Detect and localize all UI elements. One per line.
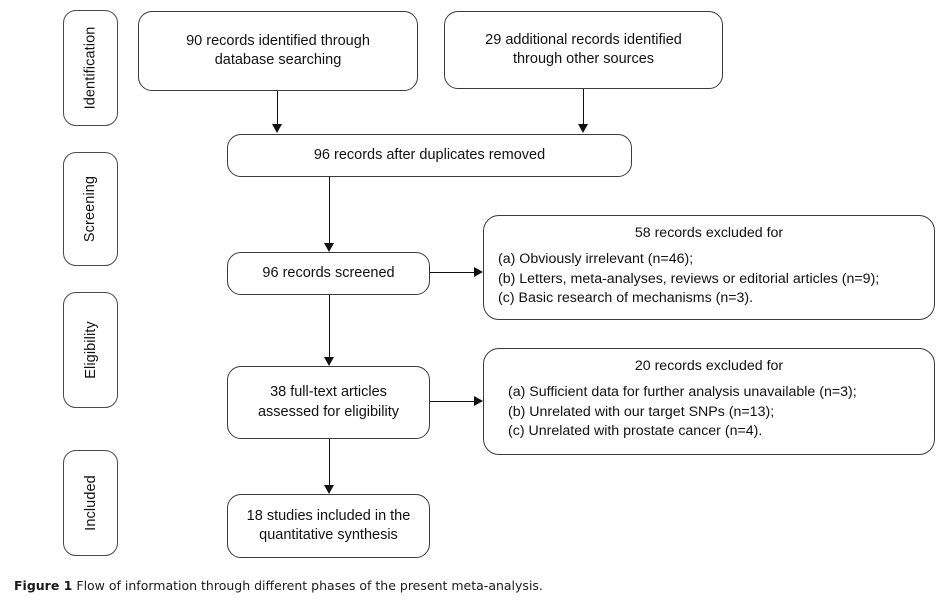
node-records-after-duplicates-removed: 96 records after duplicates removed (227, 134, 632, 177)
node-records-excluded-screening: 58 records excluded for (a) Obviously ir… (483, 215, 935, 320)
node-records-screened-line1: 96 records screened (262, 264, 395, 281)
node-fulltext-articles-assessed-line1: 38 full-text articles (270, 384, 387, 401)
arrowhead-other-to-duplicates (578, 124, 588, 133)
phase-label-identification-text: Identification (82, 26, 99, 110)
phase-label-screening: Screening (63, 152, 118, 266)
node-records-identified-database-line1: 90 records identified through (186, 32, 370, 49)
node-records-excluded-eligibility-reason-b: (b) Unrelated with our target SNPs (n=13… (508, 403, 775, 420)
node-records-identified-other-line1: 29 additional records identified (485, 31, 682, 48)
phase-label-eligibility: Eligibility (63, 292, 118, 408)
node-records-identified-database-line2: database searching (214, 52, 342, 68)
node-records-identified-other: 29 additional records identified through… (444, 11, 723, 89)
node-records-identified-database: 90 records identified through database s… (138, 11, 418, 91)
node-records-excluded-eligibility: 20 records excluded for (a) Sufficient d… (483, 348, 935, 455)
node-records-excluded-eligibility-reason-c: (c) Unrelated with prostate cancer (n=4)… (508, 422, 763, 439)
arrowhead-fulltext-to-excluded (474, 396, 483, 406)
phase-label-eligibility-text: Eligibility (82, 321, 99, 379)
node-records-excluded-screening-reason-b: (b) Letters, meta-analyses, reviews or e… (498, 270, 880, 287)
connector-screened-to-fulltext (329, 295, 330, 358)
connector-database-to-duplicates (277, 91, 278, 125)
node-studies-included: 18 studies included in the quantitative … (227, 494, 430, 558)
node-records-excluded-screening-title: 58 records excluded for (634, 225, 784, 241)
node-fulltext-articles-assessed: 38 full-text articles assessed for eligi… (227, 366, 430, 439)
node-records-excluded-eligibility-reason-a: (a) Sufficient data for further analysis… (508, 384, 857, 401)
node-records-excluded-screening-reason-c: (c) Basic research of mechanisms (n=3). (498, 289, 754, 306)
phase-label-included-text: Included (82, 475, 99, 531)
arrowhead-screened-to-fulltext (324, 357, 334, 366)
connector-fulltext-to-excluded (430, 401, 475, 402)
figure-caption-lead: Figure 1 (14, 578, 73, 593)
node-records-screened: 96 records screened (227, 252, 430, 295)
connector-duplicates-to-screened (329, 177, 330, 244)
node-studies-included-line1: 18 studies included in the (246, 507, 411, 524)
arrowhead-database-to-duplicates (272, 124, 282, 133)
connector-screened-to-excluded (430, 272, 475, 273)
node-fulltext-articles-assessed-line2: assessed for eligibility (257, 403, 400, 420)
arrowhead-screened-to-excluded (474, 267, 483, 277)
phase-label-identification: Identification (63, 10, 118, 126)
connector-other-to-duplicates (583, 89, 584, 125)
node-studies-included-line2: quantitative synthesis (259, 527, 398, 543)
node-records-excluded-eligibility-title: 20 records excluded for (634, 358, 784, 374)
arrowhead-duplicates-to-screened (324, 243, 334, 252)
phase-label-included: Included (63, 450, 118, 556)
node-records-after-duplicates-removed-line1: 96 records after duplicates removed (313, 146, 546, 163)
connector-fulltext-to-included (329, 439, 330, 486)
node-records-identified-other-line2: through other sources (512, 51, 655, 67)
node-records-excluded-screening-reason-a: (a) Obviously irrelevant (n=46); (498, 251, 694, 268)
figure-caption-text: Flow of information through different ph… (76, 578, 543, 593)
arrowhead-fulltext-to-included (324, 485, 334, 494)
phase-label-screening-text: Screening (82, 175, 99, 243)
